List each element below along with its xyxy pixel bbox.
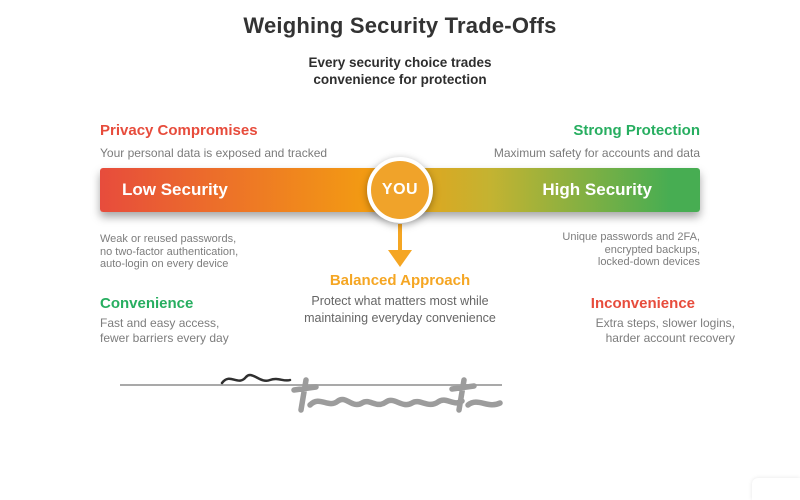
privacy-compromises-label: Privacy Compromises (100, 122, 258, 139)
low-security-example-line: Weak or reused passwords, (100, 233, 237, 245)
inconvenience-label: Inconvenience (590, 295, 695, 312)
balanced-approach-line-2: maintaining everyday convenience (304, 311, 496, 325)
convenience-label: Convenience (100, 295, 194, 312)
convenience-line: Fast and easy access, (100, 316, 220, 330)
page-title: Weighing Security Trade-Offs (243, 13, 557, 38)
high-security-example-line: Unique passwords and 2FA, (562, 231, 700, 243)
page-subtitle: Every security choice trades convenience… (0, 54, 800, 88)
low-security-example-line: auto-login on every device (100, 258, 229, 270)
high-security-label: High Security (542, 180, 652, 199)
convenience-line: fewer barriers every day (100, 331, 229, 345)
privacy-compromises-description: Your personal data is exposed and tracke… (100, 146, 328, 160)
balanced-approach-description: Protect what matters most while maintain… (0, 293, 800, 327)
high-security-example-line: encrypted backups, (604, 243, 700, 256)
convenience-description: Fast and easy access, fewer barriers eve… (100, 316, 229, 346)
inconvenience-description: Extra steps, slower logins, harder accou… (596, 316, 735, 346)
strong-protection-label: Strong Protection (573, 122, 700, 139)
low-security-examples: Weak or reused passwords, no two-factor … (100, 233, 238, 271)
strong-protection-description: Maximum safety for accounts and data (493, 146, 700, 160)
watermark-badge (752, 478, 800, 500)
balanced-approach-line-1: Protect what matters most while (311, 294, 489, 308)
low-security-label: Low Security (122, 180, 228, 199)
low-security-example-line: no two-factor authentication, (100, 245, 239, 258)
down-arrow-head-icon (388, 250, 412, 267)
inconvenience-line: harder account recovery (605, 331, 735, 345)
signature-flourish (120, 373, 503, 413)
high-security-examples: Unique passwords and 2FA, encrypted back… (562, 231, 700, 269)
inconvenience-line: Extra steps, slower logins, (595, 316, 735, 330)
down-arrow-icon (398, 224, 402, 250)
you-marker: YOU (367, 157, 433, 223)
subtitle-line-1: Every security choice trades (308, 55, 492, 70)
subtitle-line-2: convenience for protection (313, 72, 487, 87)
balanced-approach-label: Balanced Approach (329, 272, 471, 289)
high-security-example-line: locked-down devices (597, 256, 700, 268)
